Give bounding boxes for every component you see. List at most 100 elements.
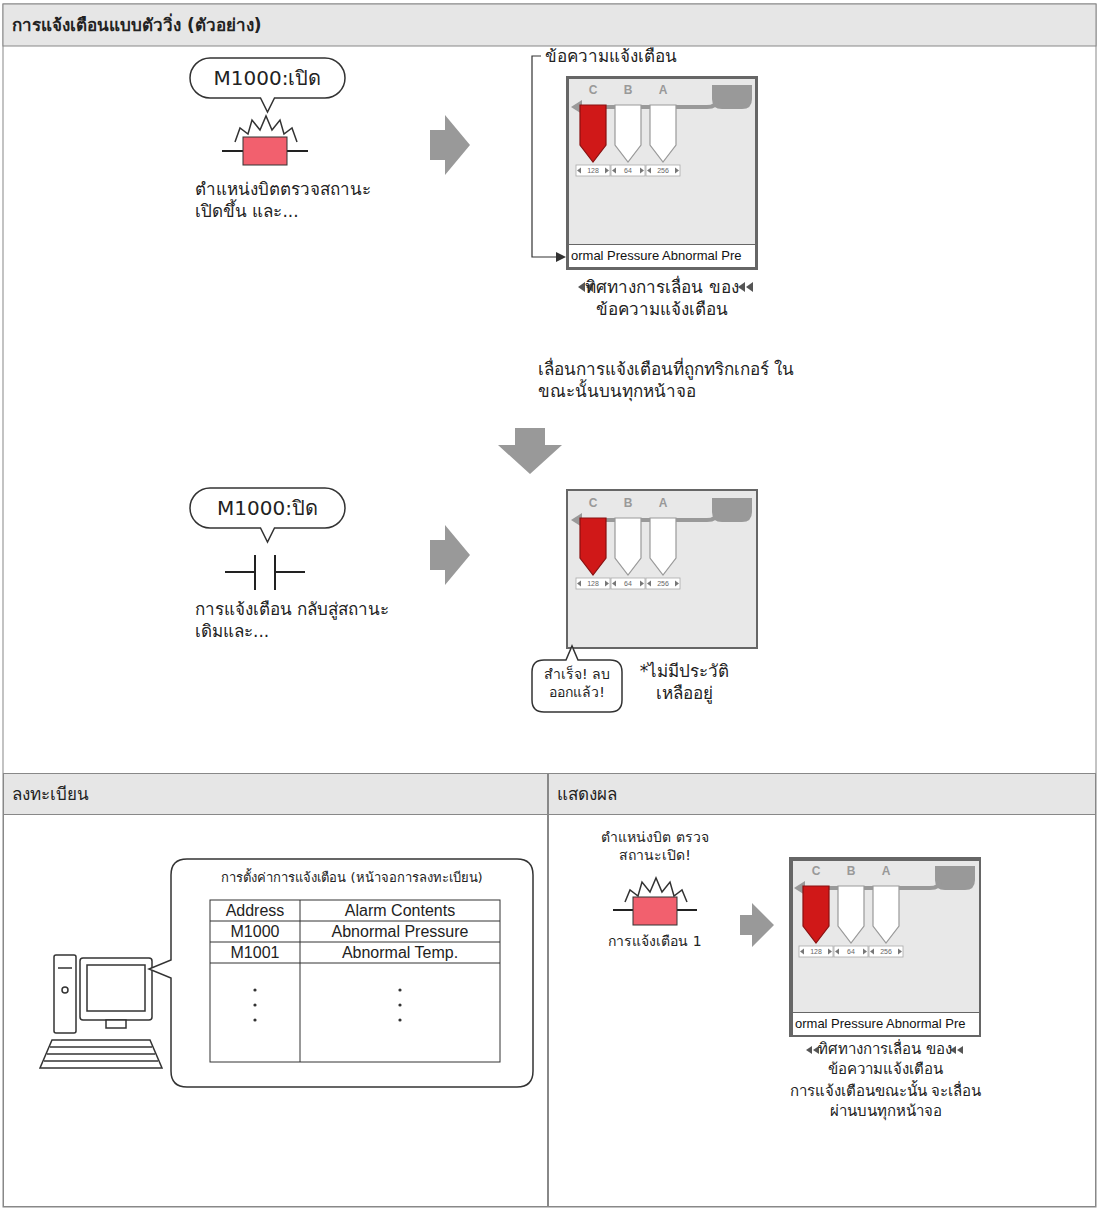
- bubble-outline: [149, 859, 533, 1087]
- label-text: 256: [880, 948, 892, 955]
- block-arrow: [430, 115, 774, 947]
- alarm-table: [210, 963, 500, 964]
- label-text: C: [812, 864, 821, 878]
- screen-illustration: [576, 578, 610, 589]
- label-box: การแจ้งเตือน กลับสู่สถานะเดิมและ...: [195, 598, 390, 642]
- screen-illustration: [935, 866, 975, 890]
- computer-icon: [47, 1053, 155, 1055]
- screen-illustration: [577, 581, 581, 587]
- screen-illustration: [647, 168, 651, 174]
- label-box: การแจ้งเตือนขณะนั้น จะเลื่อนผ่านบนทุกหน้…: [783, 1082, 988, 1121]
- node-text: ormal Pressure Abnormal Pre: [571, 248, 742, 263]
- status-bit-on-symbol: [243, 137, 287, 165]
- label-text: 128: [587, 167, 599, 174]
- label-text: 64: [624, 167, 632, 174]
- screen-illustration: [650, 518, 676, 575]
- ellipsis-dots: [398, 988, 401, 991]
- screen-illustration: [650, 105, 676, 162]
- bubble-outline: [171, 859, 533, 1087]
- label-box: 64: [617, 578, 639, 589]
- label-box: Abnormal Temp.: [300, 942, 500, 963]
- label-text: A: [659, 83, 668, 97]
- label-text: 128: [810, 948, 822, 955]
- block-arrow: [740, 903, 774, 947]
- computer-icon: [58, 967, 72, 969]
- label-box: ทิศทางการเลื่อน ของข้อความแจ้งเตือน: [582, 276, 742, 320]
- title-box: การแจ้งเตือนแบบตัววิ่ง (ตัวอย่าง): [12, 4, 261, 46]
- scroll-direction-marker: [746, 282, 753, 292]
- status-bit-off-symbol: [225, 555, 305, 590]
- screen-illustration: [675, 168, 679, 174]
- callout-bubble: M1000:เปิด: [190, 58, 345, 98]
- scroll-direction-marker: [957, 1046, 963, 1054]
- alarm-table: [210, 900, 500, 1062]
- label-text: Address: [226, 902, 285, 919]
- label-text: เลื่อนการแจ้งเตือนที่ถูกทริกเกอร์ ในขณะน…: [538, 359, 794, 401]
- frame: [3, 4, 1096, 46]
- status-bit-on-symbol: [222, 116, 308, 165]
- bubble-outline: [190, 58, 345, 112]
- label-box: Abnormal Pressure: [300, 921, 500, 942]
- label-box: C: [584, 495, 602, 511]
- label-box: C: [807, 863, 825, 879]
- screen-illustration: [790, 858, 980, 1036]
- screen-illustration: [794, 881, 805, 895]
- title-text: การแจ้งเตือนแบบตัววิ่ง (ตัวอย่าง): [12, 15, 261, 35]
- screen-illustration: [567, 77, 757, 269]
- label-text: ตำแหน่งบิต ตรวจสถานะเปิด!: [601, 829, 708, 863]
- label-text: ทิศทางการเลื่อน ของข้อความแจ้งเตือน: [585, 277, 738, 319]
- label-text: 256: [657, 580, 669, 587]
- frame: [3, 4, 1096, 1207]
- label-box: B: [619, 82, 637, 98]
- computer-icon: [54, 955, 76, 1033]
- callout-bubble: M1000:ปิด: [190, 488, 345, 528]
- screen-illustration: [612, 168, 616, 174]
- screen-illustration: [579, 512, 717, 520]
- ellipsis-dots: [398, 1018, 401, 1021]
- status-bit-on-symbol: [633, 897, 677, 925]
- table-cell: ลงทะเบียนการตั้งค่าการแจ้งเตือน (หน้าจอก…: [3, 773, 548, 1207]
- label-box: B: [842, 863, 860, 879]
- label-box: 128: [582, 165, 604, 176]
- label-text: B: [624, 83, 633, 97]
- node-text: การตั้งค่าการแจ้งเตือน (หน้าจอการลงทะเบี…: [179, 867, 525, 888]
- label-text: C: [589, 83, 598, 97]
- block-arrow: [430, 115, 470, 175]
- computer-icon: [87, 965, 145, 1011]
- screen-illustration: [605, 581, 609, 587]
- scroll-direction-marker: [813, 1046, 819, 1054]
- screen-illustration: [870, 949, 874, 955]
- label-text: M1000: [231, 923, 280, 940]
- screen-illustration: [646, 578, 680, 589]
- label-text: A: [882, 864, 891, 878]
- callout-bubble: สำเร็จ! ลบออกแล้ว!: [532, 660, 622, 712]
- label-text: ข้อความแจ้งเตือน: [545, 46, 677, 66]
- node-text: ormal Pressure Abnormal Pre: [795, 1016, 966, 1031]
- alarm-table: [210, 900, 500, 1062]
- node-text: M1000:ปิด: [217, 492, 318, 524]
- computer-icon: [62, 987, 68, 993]
- screen-illustration: [580, 105, 606, 162]
- label-text: 64: [847, 948, 855, 955]
- label-text: M1001: [231, 944, 280, 961]
- ellipsis-dots: [253, 1003, 256, 1006]
- label-text: การแจ้งเตือน กลับสู่สถานะเดิมและ...: [195, 599, 389, 641]
- ellipsis-dots: [398, 1003, 401, 1006]
- node-text: M1000:เปิด: [214, 62, 322, 94]
- screen-illustration: [828, 949, 832, 955]
- computer-icon: [44, 1060, 158, 1062]
- label-text: ตำแหน่งบิตตรวจสถานะ เปิดขึ้น และ...: [195, 179, 371, 221]
- label-box: 128: [582, 578, 604, 589]
- screen-illustration: [571, 513, 582, 527]
- ellipsis-dots: [253, 1018, 256, 1021]
- label-box: C: [584, 82, 602, 98]
- label-box: ทิศทางการเลื่อน ของข้อความแจ้งเตือน: [805, 1040, 965, 1079]
- screen-illustration: [790, 858, 980, 1036]
- screen-illustration: [802, 880, 940, 888]
- scroll-direction-marker: [738, 282, 745, 292]
- status-bit-on-symbol: [222, 150, 243, 152]
- screen-illustration: [571, 100, 582, 114]
- screen-illustration: [898, 949, 902, 955]
- label-box: M1001: [210, 942, 300, 963]
- screen-illustration: [567, 490, 757, 648]
